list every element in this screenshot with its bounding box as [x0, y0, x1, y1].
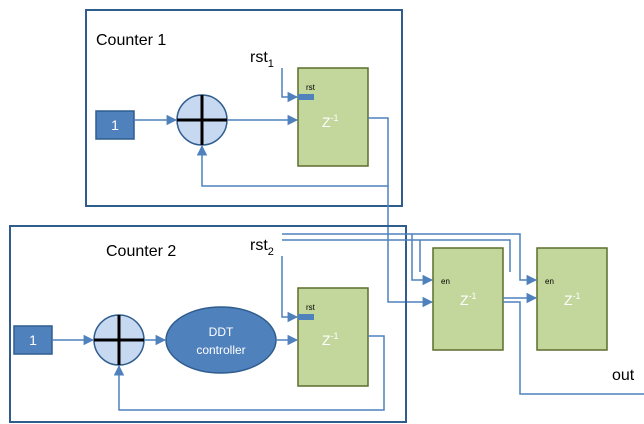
- wire-c2-rst: [281, 256, 299, 323]
- counter2-constant-value: 1: [29, 332, 37, 348]
- counter2-register: [297, 287, 369, 387]
- counter2-adder: [93, 314, 145, 366]
- counter2-register-label: Z-1: [322, 331, 339, 348]
- counter1-constant-value: 1: [111, 117, 119, 133]
- counter2-rst-label: rst2: [250, 237, 274, 258]
- counter1-register-rst-text: rst: [306, 83, 316, 92]
- counter1-constant-block: [95, 110, 135, 140]
- stage1-register-label: Z-1: [460, 291, 477, 308]
- wire-rst2-to-en2: [412, 233, 538, 286]
- counter1-register-rst-port: [298, 94, 314, 100]
- counter2-frame: [9, 225, 407, 423]
- counter1-frame: [85, 9, 403, 207]
- wire-c2-feedback: [113, 335, 385, 411]
- stage1-register: [432, 247, 504, 351]
- counter2-register-rst-text: rst: [306, 303, 316, 312]
- stage2-register-label: Z-1: [564, 291, 581, 308]
- counter1-register-label: Z-1: [322, 113, 339, 130]
- counter2-register-rst-port: [298, 314, 314, 320]
- wire-rst2-to-en1: [282, 233, 434, 286]
- wire-stage1-tap: [503, 301, 644, 395]
- ddt-controller-label-line2: controller: [196, 343, 245, 357]
- wire-c1-to-stage1: [387, 186, 434, 308]
- counter2-constant-block: [13, 325, 53, 355]
- counter1-adder: [176, 94, 228, 146]
- stage1-en-label: en: [441, 277, 450, 286]
- ddt-controller: [165, 306, 277, 374]
- stage2-en-label: en: [545, 277, 554, 286]
- counter1-rst-label: rst1: [250, 49, 274, 70]
- ddt-controller-label-line1: DDT: [209, 325, 234, 339]
- wire-c1-rst: [281, 68, 299, 103]
- counter1-title: Counter 1: [96, 32, 166, 49]
- counter2-title: Counter 2: [106, 243, 176, 260]
- wire-rst2-branch-c: [420, 239, 511, 272]
- output-label: out: [612, 367, 635, 384]
